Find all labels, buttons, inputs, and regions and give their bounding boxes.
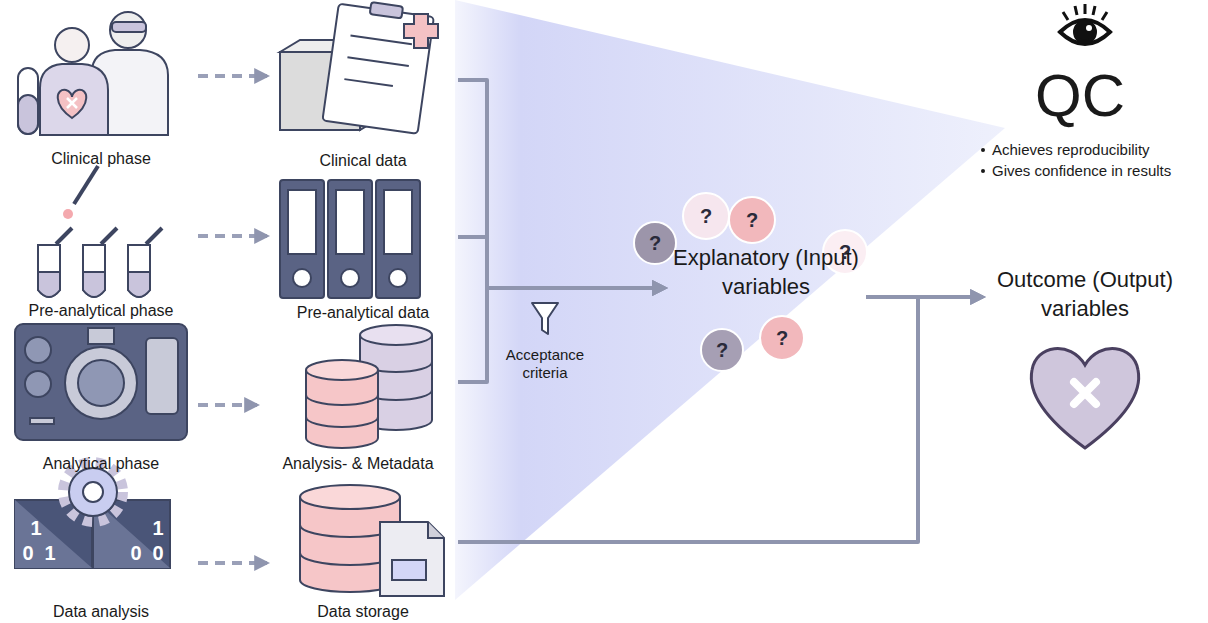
binary-digit: 1 (42, 541, 58, 565)
binary-digit: 1 (28, 516, 44, 540)
variable-node: Explanatory (Input) variables (668, 240, 864, 306)
binary-digit: 0 (150, 541, 166, 565)
node-label: Pre-analytical data (297, 303, 430, 322)
bullet-text: Gives confidence in results (992, 162, 1171, 179)
qc-node: QC Achieves reproducibilityGives confiden… (958, 64, 1202, 212)
unknown-mark: ? (742, 208, 762, 232)
database-icon (306, 325, 432, 448)
unknown-mark: ? (696, 204, 716, 228)
phase-node: Analytical phase (8, 318, 194, 473)
dashed-arrow (198, 561, 267, 565)
filter-funnel (532, 303, 558, 334)
flow-arrow (458, 288, 665, 382)
instrument-icon (15, 324, 187, 440)
node-label: Explanatory (Input) variables (668, 244, 864, 301)
pipette-tubes-icon (38, 166, 162, 297)
dashed-arrow (198, 74, 267, 78)
data-node: Clinical data (270, 0, 456, 170)
node-label: Analytical phase (43, 454, 160, 473)
eye-icon (1060, 4, 1110, 44)
unknown-mark: ? (645, 231, 665, 255)
qc-heading: QC (1035, 64, 1125, 127)
flow-arrow (458, 297, 983, 542)
flow-arrow (458, 237, 665, 288)
heart-icon (1031, 349, 1138, 448)
dashed-arrow (198, 403, 257, 407)
node-label: Data analysis (53, 602, 149, 621)
book-gear-icon (15, 462, 170, 568)
bullet-dot (978, 166, 988, 176)
node-label: Pre-analytical phase (29, 301, 174, 320)
binders-icon (280, 180, 420, 298)
bullet-row: Achieves reproducibility (958, 141, 1150, 158)
data-node: Data storage (270, 475, 456, 621)
dashed-arrow (198, 234, 267, 238)
node-label: Analysis- & Metadata (282, 454, 433, 473)
filter-label: Acceptance criteria (495, 346, 595, 382)
data-node: Pre-analytical data (270, 175, 456, 322)
unknown-mark: ? (772, 326, 792, 350)
node-label: Clinical phase (51, 149, 151, 168)
node-label: Clinical data (319, 151, 406, 170)
binary-digit: 0 (20, 541, 36, 565)
phase-node: Data analysis (8, 470, 194, 621)
unknown-mark: ? (835, 240, 855, 264)
variable-node: Outcome (Output) variables (986, 262, 1184, 328)
unknown-mark: ? (712, 338, 732, 362)
node-label: Outcome (Output) variables (986, 266, 1184, 323)
clipboard-folder-icon (280, 0, 438, 134)
bullet-text: Achieves reproducibility (992, 141, 1150, 158)
phase-node: Clinical phase (8, 0, 194, 168)
data-node: Analysis- & Metadata (260, 318, 456, 473)
binary-digit: 1 (150, 516, 166, 540)
binary-digit: 0 (128, 541, 144, 565)
node-label: Data storage (317, 602, 409, 621)
flow-arrow (458, 80, 665, 288)
phase-node: Pre-analytical phase (8, 160, 194, 320)
bullet-dot (978, 145, 988, 155)
storage-icon (300, 485, 444, 596)
clinical-icon (18, 12, 168, 135)
focus-wedge (455, 0, 1005, 600)
variable-circles (634, 193, 867, 371)
bullet-row: Gives confidence in results (958, 162, 1171, 179)
